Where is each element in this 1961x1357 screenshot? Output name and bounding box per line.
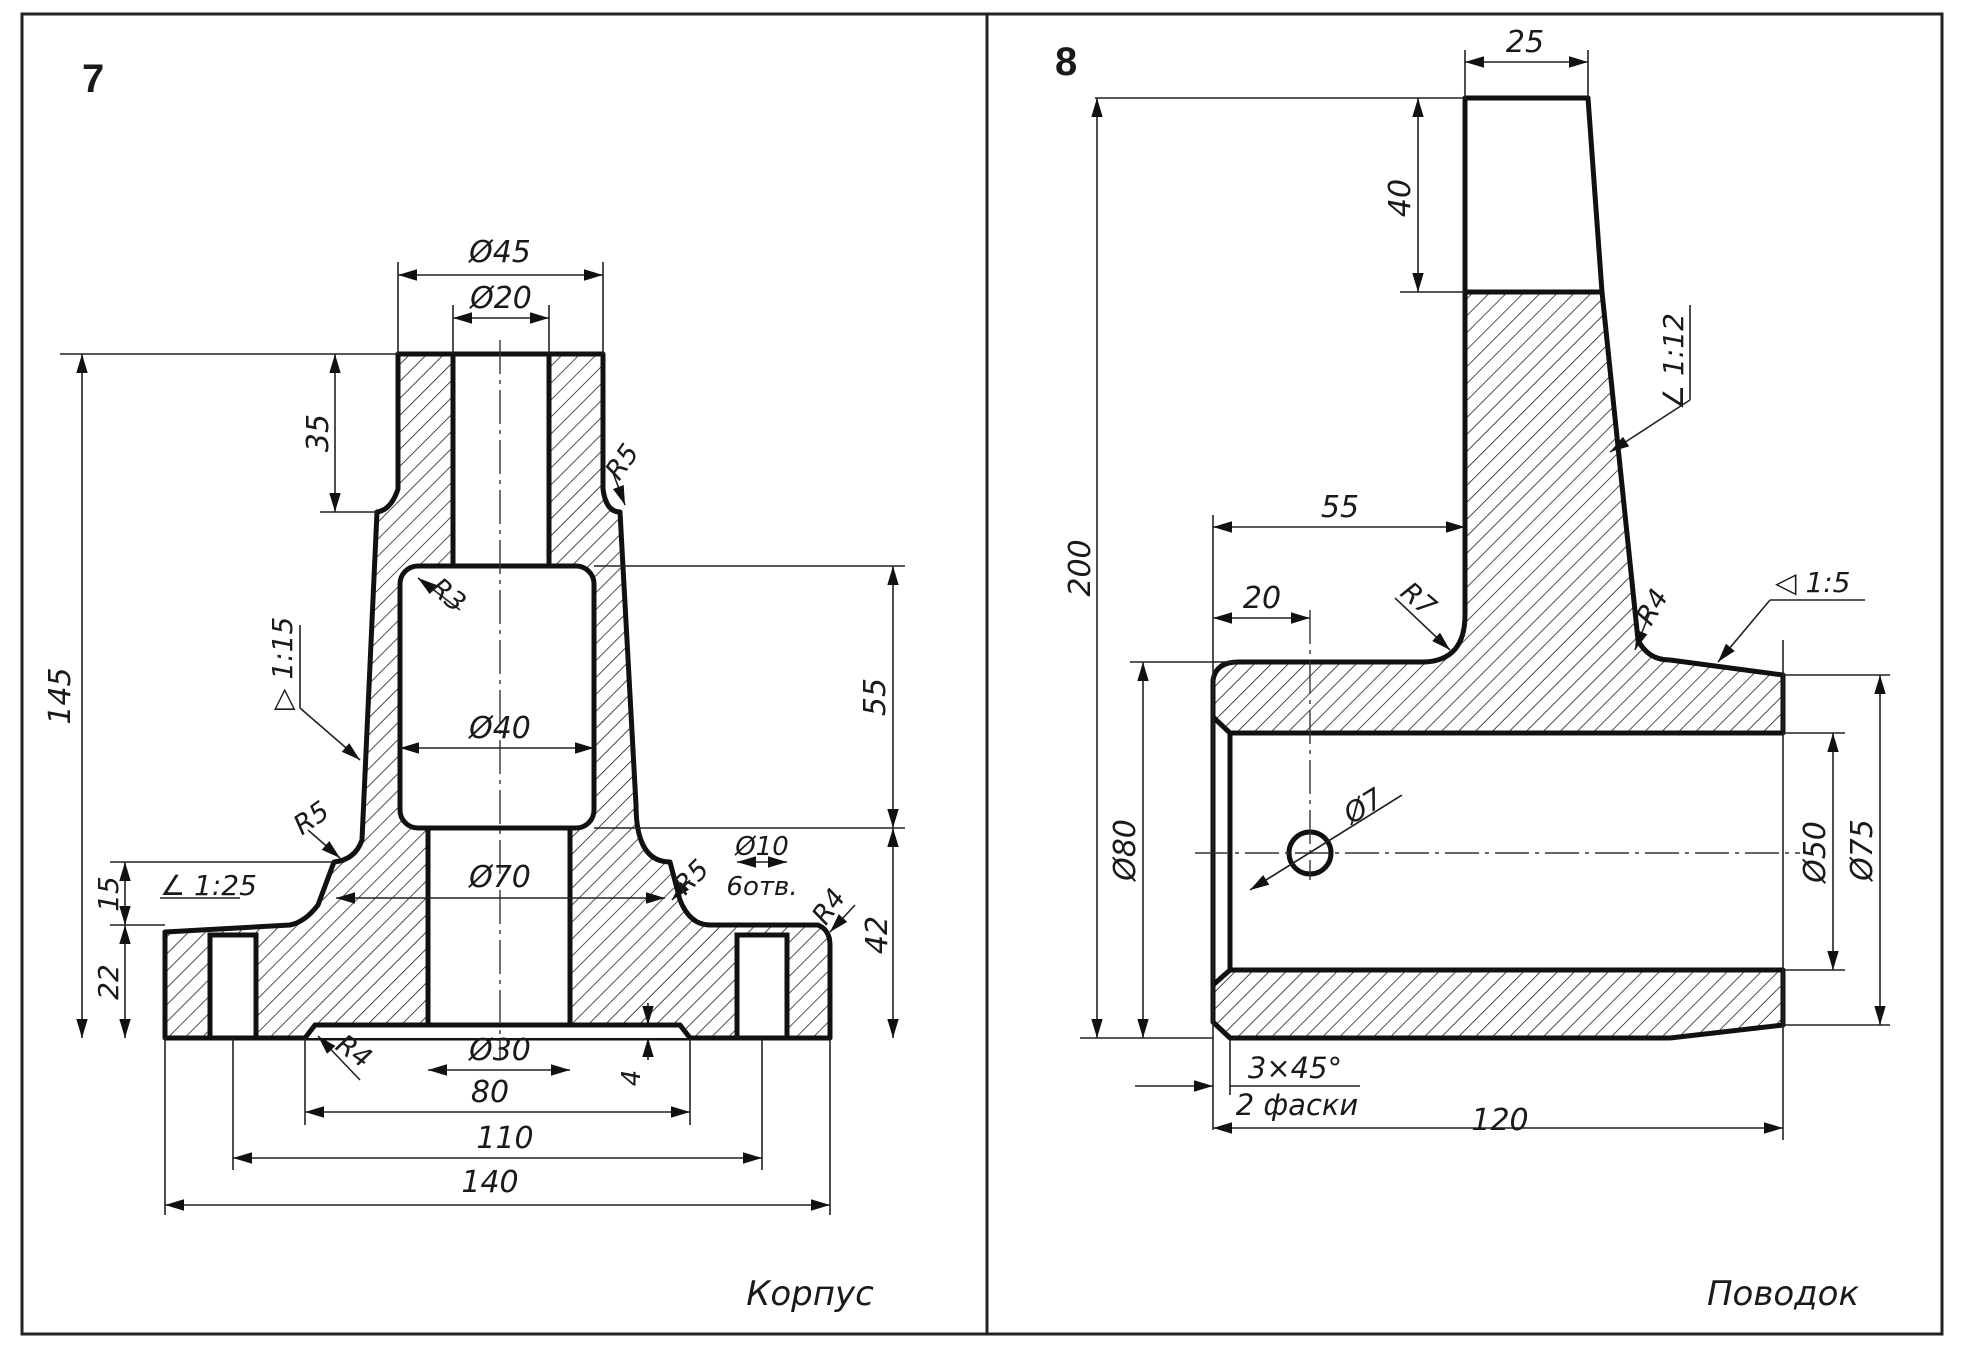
dim-55: 55 (858, 678, 893, 716)
taper-1-15: ▷ 1:15 (266, 617, 299, 710)
dim-80: 80 (471, 1075, 509, 1110)
dim-25: 25 (1506, 25, 1544, 60)
chamfer-note: 2 фаски (1236, 1088, 1359, 1122)
radius-r7: R7 (1394, 576, 1441, 623)
dim-15: 15 (92, 876, 125, 912)
dim-d50: Ø50 (1798, 821, 1833, 885)
base-recess (303, 1022, 692, 1040)
part-caption: Корпус (746, 1274, 874, 1314)
dim-40: 40 (1383, 179, 1418, 217)
hole-left (207, 932, 259, 1041)
dim-d20: Ø20 (468, 281, 532, 316)
part-caption: Поводок (1707, 1274, 1860, 1314)
cavity-d40 (397, 563, 597, 831)
dim-145: 145 (43, 667, 78, 724)
dim-d40: Ø40 (467, 711, 531, 746)
panel-8: 8 (1055, 25, 1890, 1314)
dim-d10: Ø10 (734, 832, 789, 862)
dim-120: 120 (1471, 1103, 1528, 1138)
lever-top (1462, 95, 1605, 295)
dim-d45: Ø45 (467, 235, 531, 270)
dim-42: 42 (860, 916, 895, 954)
taper-1-5: ◁ 1:5 (1775, 566, 1851, 599)
panel-number: 8 (1055, 40, 1077, 84)
dim-35: 35 (301, 414, 336, 452)
dim-110: 110 (476, 1121, 533, 1156)
dim-140: 140 (461, 1165, 518, 1200)
slope-1-25: ∠ 1:25 (160, 869, 257, 902)
dim-d70: Ø70 (467, 860, 531, 895)
dim-22: 22 (92, 964, 125, 1000)
sheet-border (20, 12, 1944, 1336)
radius-r5-top: R5 (600, 439, 646, 486)
hole-right (734, 932, 790, 1041)
panel-7: 7 (43, 57, 905, 1314)
holes-count: 6отв. (726, 872, 797, 902)
dim-4: 4 (617, 1070, 647, 1087)
lever-section (1210, 289, 1786, 736)
slope-1-12: ∠ 1:12 (1657, 313, 1690, 410)
bore-d30 (425, 825, 573, 1041)
panel-number: 7 (82, 57, 104, 101)
dim-d75: Ø75 (1845, 819, 1880, 883)
dim-55: 55 (1321, 490, 1359, 525)
radius-r5-left: R5 (288, 795, 335, 841)
dim-d30: Ø30 (467, 1033, 531, 1068)
chamfer-size: 3×45° (1248, 1051, 1342, 1085)
lower-wall-section (1210, 967, 1786, 1041)
dim-d7: Ø7 (1337, 781, 1389, 831)
dim-200: 200 (1063, 539, 1098, 596)
dim-20: 20 (1243, 581, 1281, 616)
dim-d80: Ø80 (1108, 819, 1143, 883)
bore-d20 (450, 351, 552, 569)
